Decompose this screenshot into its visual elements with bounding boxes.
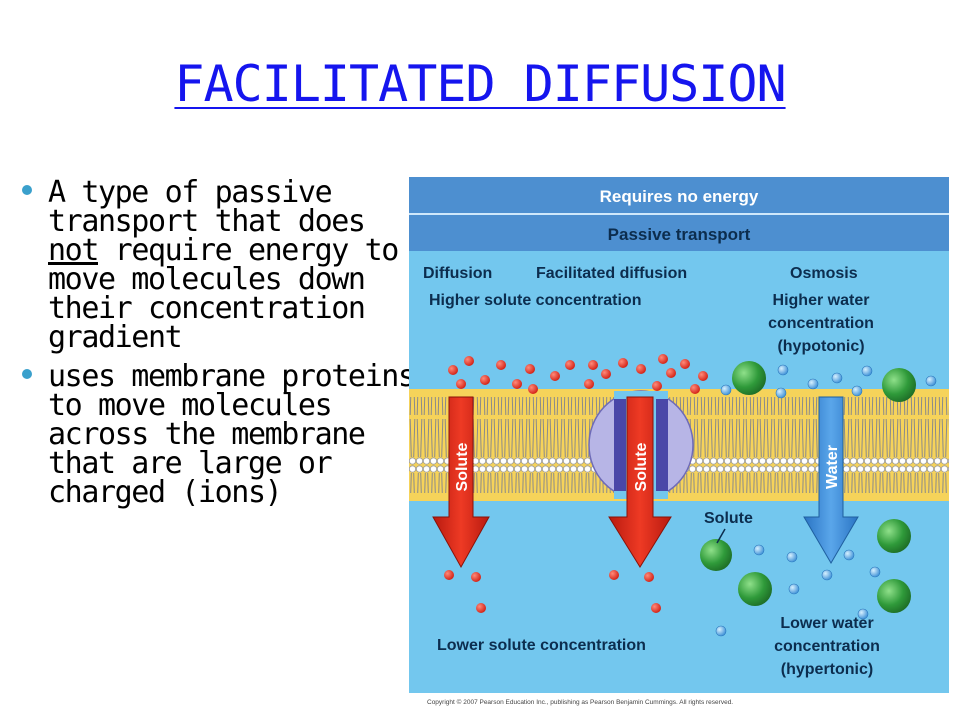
col-osmosis-label: Osmosis [790,265,858,282]
diffusion-arrow [432,396,490,569]
diffusion-arrow-label: Solute [454,442,471,491]
bullet-item: uses membrane proteins to move molecules… [20,359,416,510]
bullet-dot-icon [22,185,32,195]
lower-water-line2: concentration [774,638,880,655]
bullet-dot-icon [22,369,32,379]
water-molecules [715,364,937,637]
water-arrow-label: Water [824,445,841,489]
passive-transport-diagram: Requires no energy Passive transport Dif… [409,177,949,713]
bullet-item: A type of passive transport that does no… [20,175,415,355]
higher-water-line2: concentration [768,315,874,332]
slide-title: FACILITATED DIFFUSION [174,55,786,113]
bullet-text: A type of passive transport that does [48,175,366,239]
higher-water-line3: (hypotonic) [777,338,864,355]
bullet-emphasis: not [48,233,99,268]
facilitated-arrow-label: Solute [633,442,650,491]
lower-solute-label: Lower solute concentration [437,637,646,654]
banner-mid-label: Passive transport [608,225,751,244]
bullet-list: A type of passive transport that does no… [20,175,416,517]
banner-top-label: Requires no energy [600,187,759,206]
bullet-text: uses membrane proteins to move molecules… [48,359,416,510]
water-arrow [803,396,859,564]
lower-water-line3: (hypertonic) [781,661,873,678]
banner-requires-no-energy [409,177,949,213]
col-facilitated-label: Facilitated diffusion [536,265,687,282]
solute-callout-line [716,528,726,544]
solute-callout-label: Solute [704,510,753,527]
lower-solute-dots [444,570,661,613]
lower-water-line1: Lower water [780,615,873,632]
higher-water-line1: Higher water [773,292,870,309]
facilitated-arrow [608,396,672,568]
higher-solute-label: Higher solute concentration [429,292,641,309]
banner-passive-transport [409,215,949,251]
bullet-text-end: require energy to move molecules down th… [48,233,399,355]
col-diffusion-label: Diffusion [423,265,492,282]
upper-solute-dots [448,354,708,394]
copyright-notice: Copyright © 2007 Pearson Education Inc.,… [427,698,733,706]
green-solutes [700,361,916,613]
